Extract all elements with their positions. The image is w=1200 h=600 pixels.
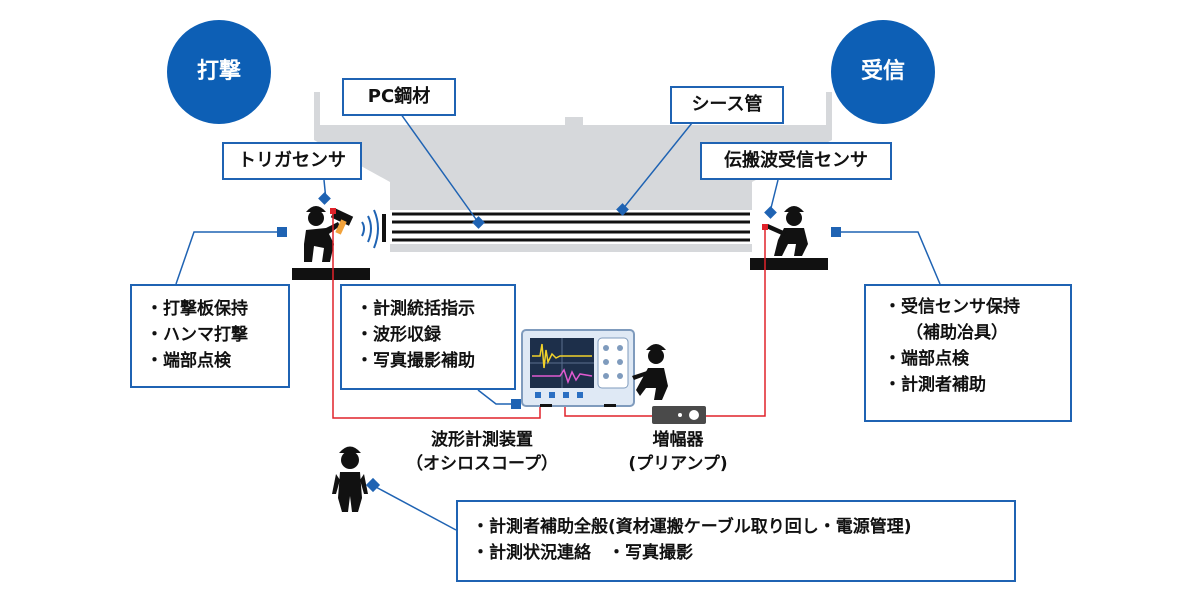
oscilloscope-subname: （オシロスコープ） <box>406 454 558 474</box>
oscilloscope-icon <box>521 329 635 407</box>
striker-task-item: ・打撃板保持 <box>146 299 248 319</box>
amplifier-name: 増幅器 <box>652 430 704 450</box>
trigger-sensor-mark <box>330 208 336 214</box>
hammer-icon <box>330 208 354 235</box>
worker-icon-receiver <box>766 206 808 256</box>
assistant-task-box: ・計測者補助全般(資材運搬ケーブル取り回し・電源管理) ・計測状況連絡 ・写真撮… <box>456 500 1016 582</box>
striking-plate <box>382 214 386 242</box>
receiver-sensor-mark <box>762 224 768 230</box>
amplifier-caption: 増幅器 (プリアンプ) <box>618 428 738 476</box>
receiver-task-item: ・端部点検 <box>884 349 969 369</box>
connector-dot-icon <box>277 192 841 493</box>
operator-task-item: ・写真撮影補助 <box>356 351 475 371</box>
amplifier-subname: (プリアンプ) <box>628 454 728 474</box>
label-sheath: シース管 <box>670 86 784 124</box>
operator-task-box: ・計測統括指示 ・波形収録 ・写真撮影補助 <box>340 284 516 390</box>
operator-task-item: ・計測統括指示 <box>356 299 475 319</box>
receiver-task-item: ・計測者補助 <box>884 375 986 395</box>
label-pc-steel: PC鋼材 <box>342 78 456 116</box>
label-trigger-sensor: トリガセンサ <box>222 142 362 180</box>
pc-strand-bundle <box>390 210 752 244</box>
label-propagation-sensor: 伝搬波受信センサ <box>700 142 892 180</box>
right-platform <box>750 258 828 270</box>
striker-task-box: ・打撃板保持 ・ハンマ打撃 ・端部点検 <box>130 284 290 388</box>
sound-wave-icon <box>361 209 379 249</box>
assistant-task-item: ・計測状況連絡 ・写真撮影 <box>472 543 693 563</box>
striker-task-item: ・端部点検 <box>146 351 231 371</box>
worker-icon-operator <box>632 344 668 400</box>
worker-icon-assistant <box>332 446 368 512</box>
receiver-task-note: （補助冶具） <box>906 323 1008 343</box>
receiver-task-box: ・受信センサ保持 （補助冶具） ・端部点検 ・計測者補助 <box>864 284 1072 422</box>
worker-icon-striker <box>304 206 340 262</box>
assistant-task-item: ・計測者補助全般(資材運搬ケーブル取り回し・電源管理) <box>472 517 912 537</box>
role-striker: 打撃 <box>167 20 271 124</box>
leader-lines <box>175 109 941 531</box>
left-platform <box>292 268 370 280</box>
signal-cables <box>332 214 766 419</box>
role-receiver: 受信 <box>831 20 935 124</box>
amplifier-icon <box>652 406 706 424</box>
oscilloscope-name: 波形計測装置 <box>431 430 533 450</box>
operator-task-item: ・波形収録 <box>356 325 441 345</box>
oscilloscope-caption: 波形計測装置 （オシロスコープ） <box>382 428 582 476</box>
receiver-task-item: ・受信センサ保持 <box>884 297 1020 317</box>
striker-task-item: ・ハンマ打撃 <box>146 325 248 345</box>
